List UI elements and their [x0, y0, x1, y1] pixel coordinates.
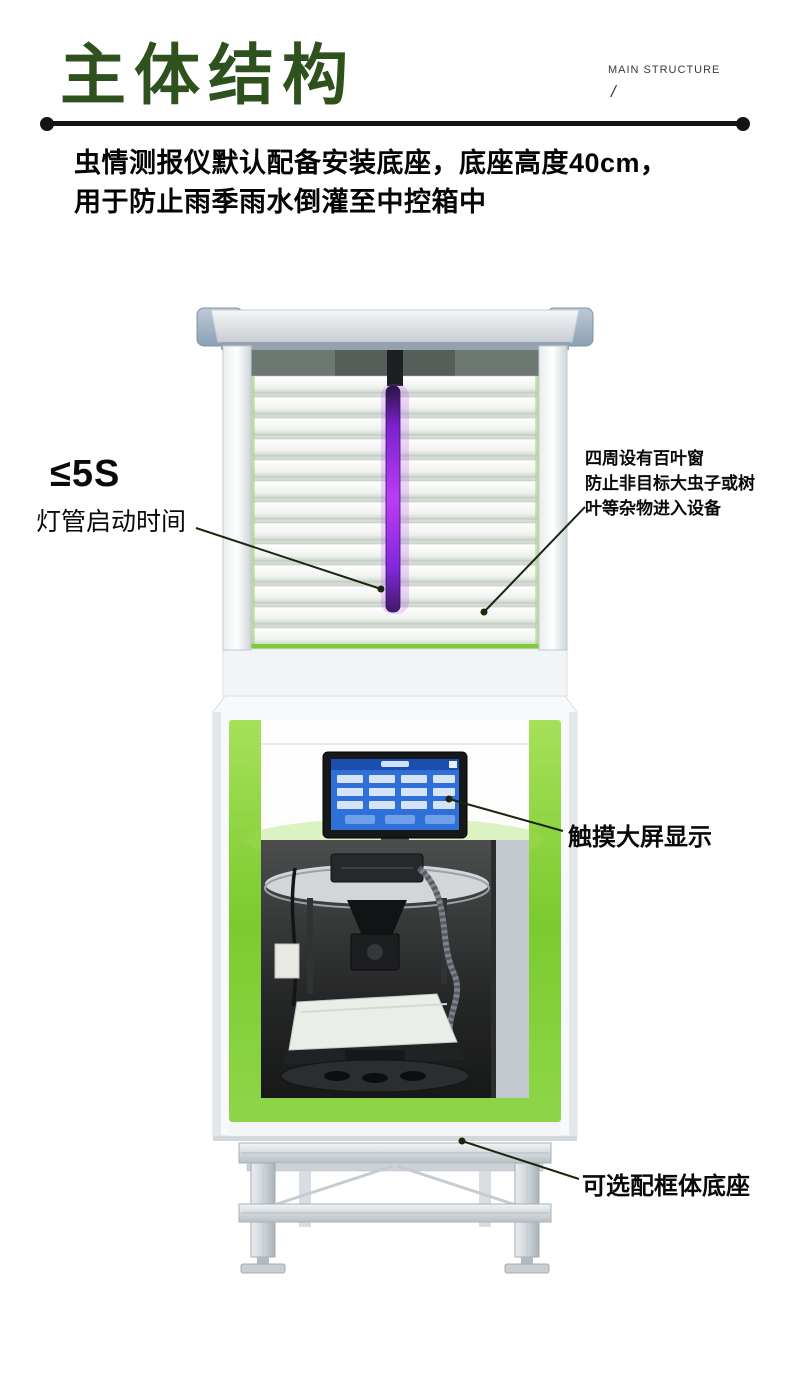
device-roof: [196, 307, 594, 350]
intro-line1: 虫情测报仪默认配备安装底座，底座高度40cm，: [74, 148, 668, 178]
screen-callout: 触摸大屏显示: [568, 824, 712, 851]
base-callout: 可选配框体底座: [582, 1173, 750, 1200]
slash-mark: /: [611, 82, 616, 101]
intro-text: 虫情测报仪默认配备安装底座，底座高度40cm， 用于防止雨季雨水倒灌至中控箱中: [74, 144, 668, 222]
device-illustration: [196, 307, 594, 1274]
uv-lamp: [381, 350, 409, 614]
control-cabinet: [212, 695, 578, 1137]
louver-callout: 四周设有百叶窗 防止非目标大虫子或树 叶等杂物进入设备: [585, 446, 755, 521]
lamp-time-value: ≤5S: [50, 453, 121, 495]
page-title: 主体结构: [60, 38, 356, 112]
touch-screen: [322, 751, 468, 846]
title-divider: [40, 116, 750, 131]
subtitle-en: MAIN STRUCTURE: [608, 64, 721, 76]
louver-callout-line2: 防止非目标大虫子或树: [585, 474, 755, 493]
frame-base: [213, 1136, 577, 1274]
lamp-time-callout: ≤5S 灯管启动时间: [36, 453, 186, 538]
lamp-cage: [222, 345, 568, 697]
inner-mechanism: [261, 840, 529, 1098]
intro-line2: 用于防止雨季雨水倒灌至中控箱中: [74, 187, 487, 217]
louver-callout-line3: 叶等杂物进入设备: [585, 499, 721, 518]
louver-callout-line1: 四周设有百叶窗: [585, 449, 704, 468]
lamp-time-label: 灯管启动时间: [36, 508, 187, 536]
